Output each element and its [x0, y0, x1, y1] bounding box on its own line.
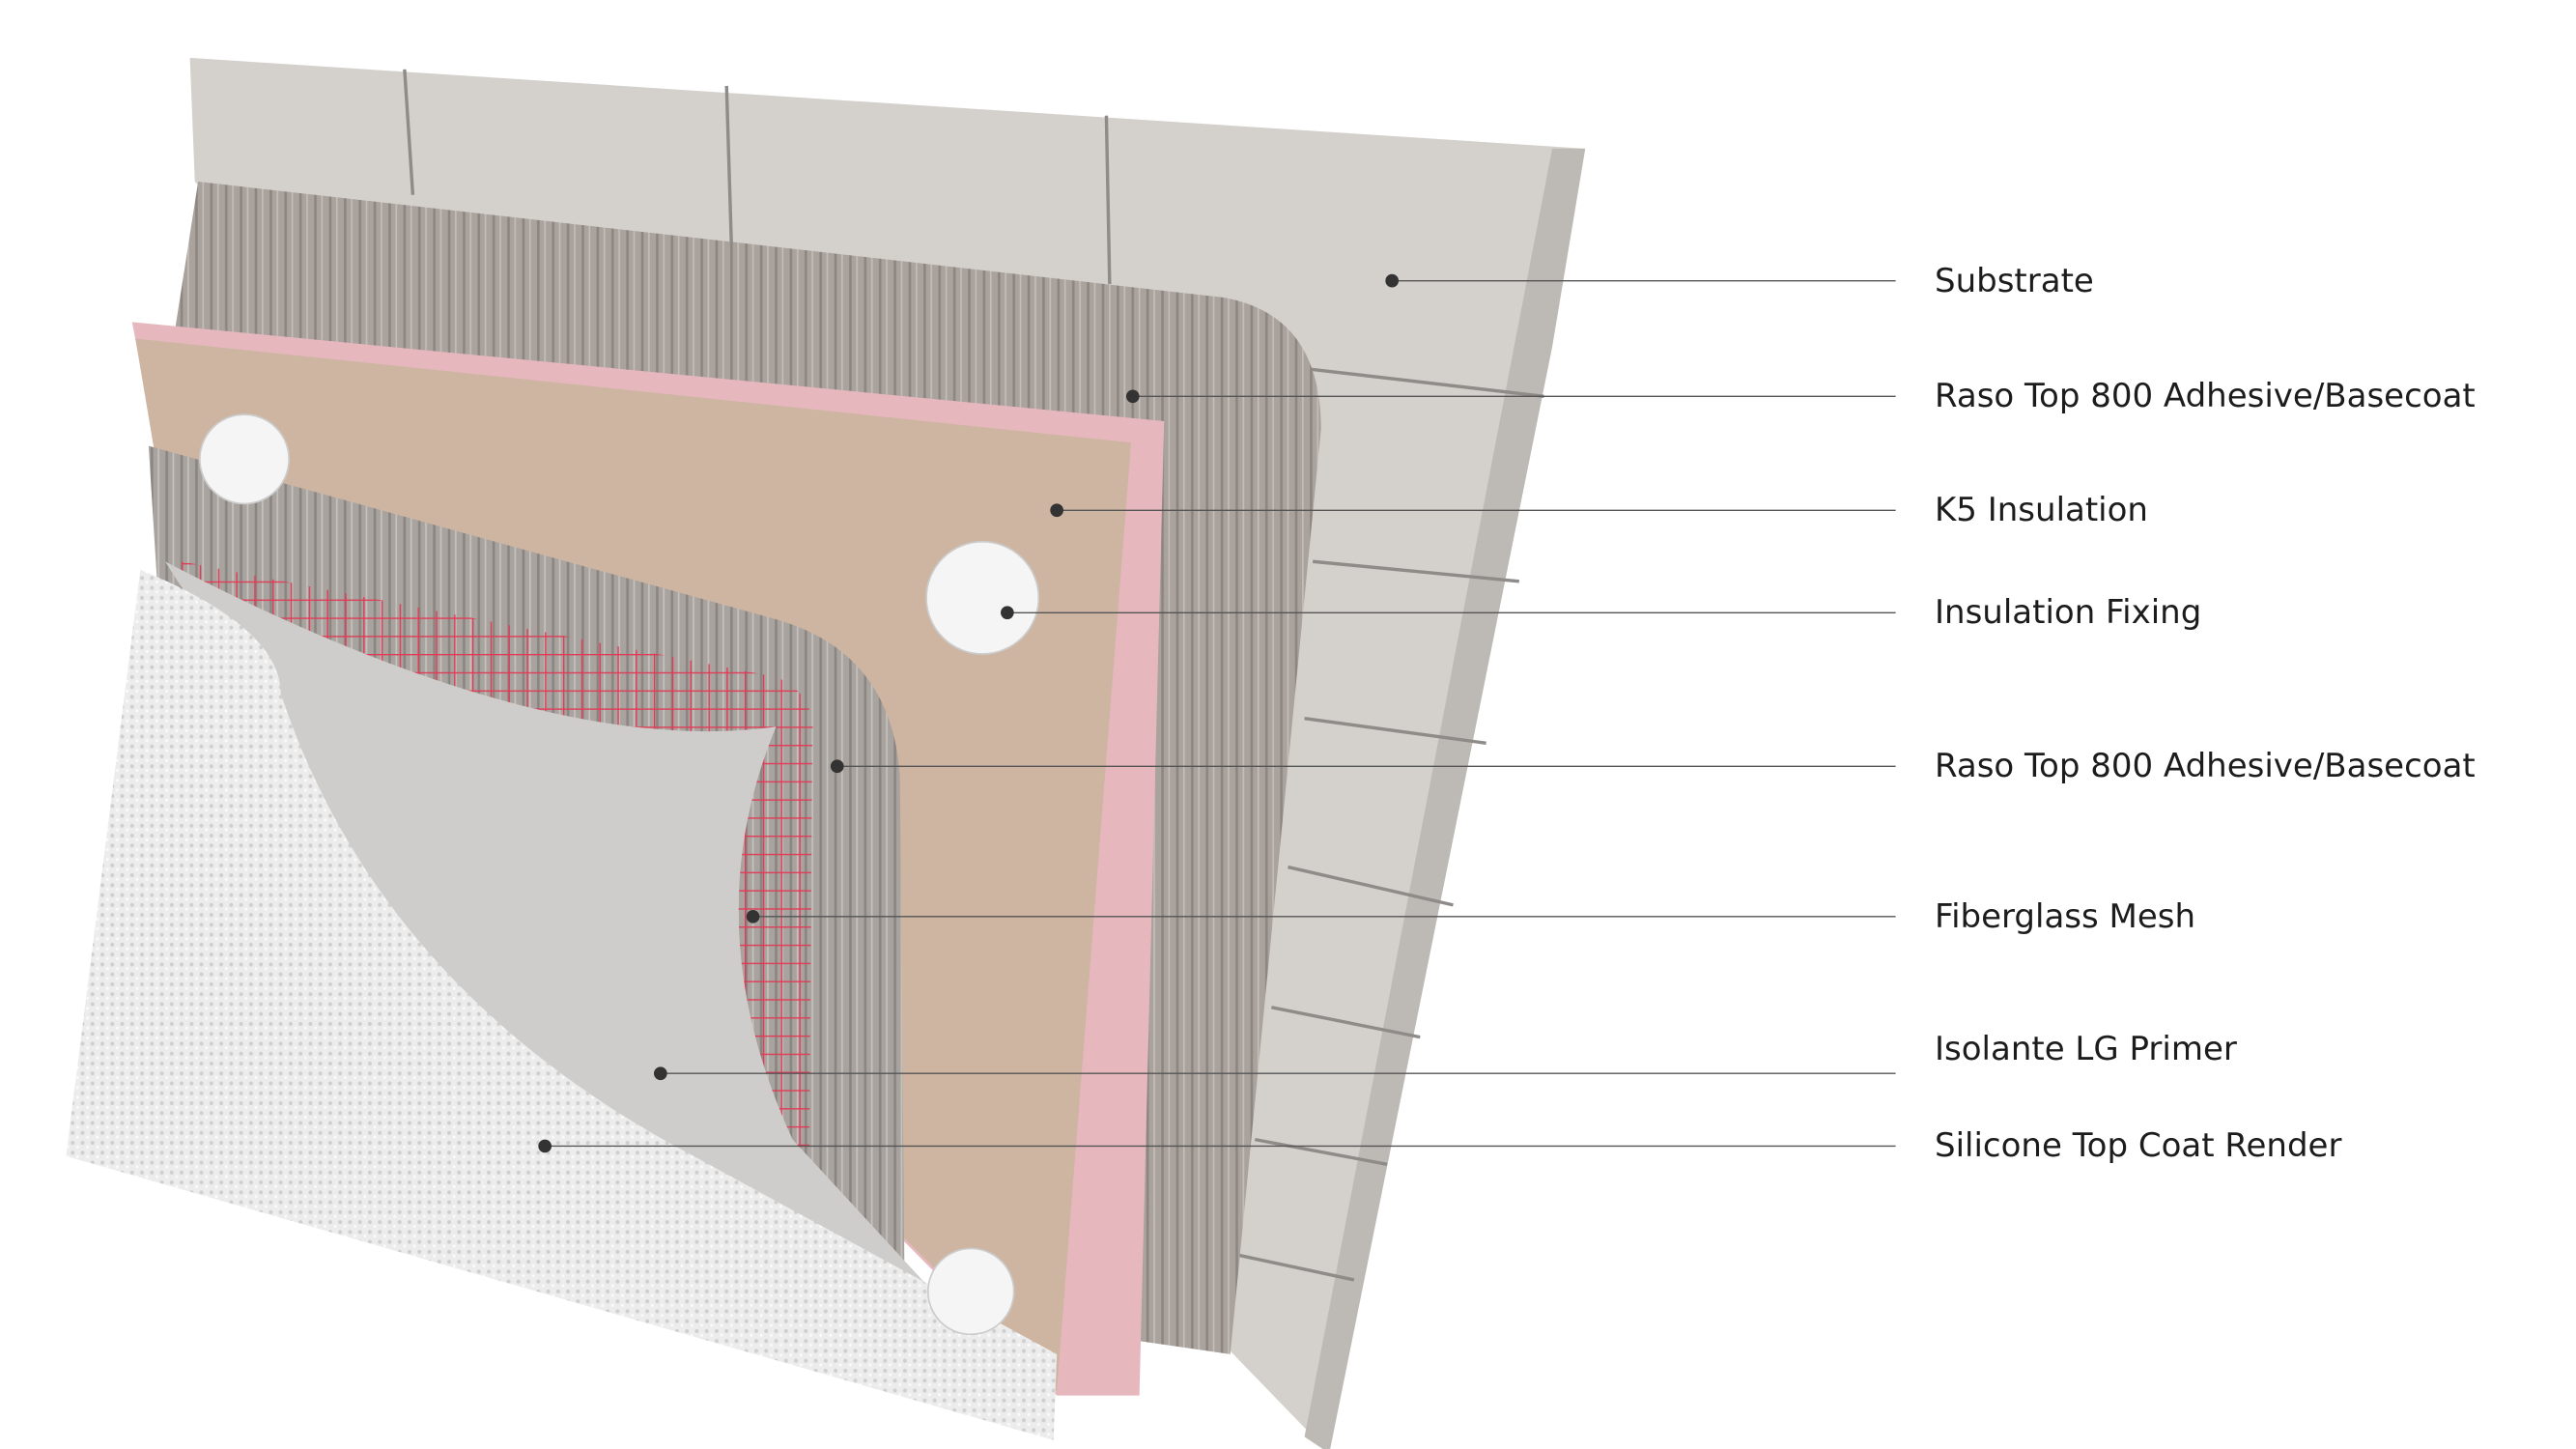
label-adhesive-basecoat-2: Raso Top 800 Adhesive/Basecoat [1935, 747, 2476, 785]
insulation-fixings [199, 413, 1040, 1336]
label-substrate: Substrate [1935, 262, 2094, 300]
label-primer: Isolante LG Primer [1935, 1030, 2237, 1068]
primer-layer [164, 561, 991, 1354]
render-layer [66, 569, 1058, 1440]
label-insulation-fixing: Insulation Fixing [1935, 593, 2202, 632]
label-fiberglass-mesh: Fiberglass Mesh [1935, 897, 2196, 936]
leader-lines [538, 273, 1896, 1153]
label-adhesive-basecoat-1: Raso Top 800 Adhesive/Basecoat [1935, 377, 2476, 415]
label-top-coat-render: Silicone Top Coat Render [1935, 1126, 2342, 1165]
label-insulation: K5 Insulation [1935, 491, 2148, 529]
